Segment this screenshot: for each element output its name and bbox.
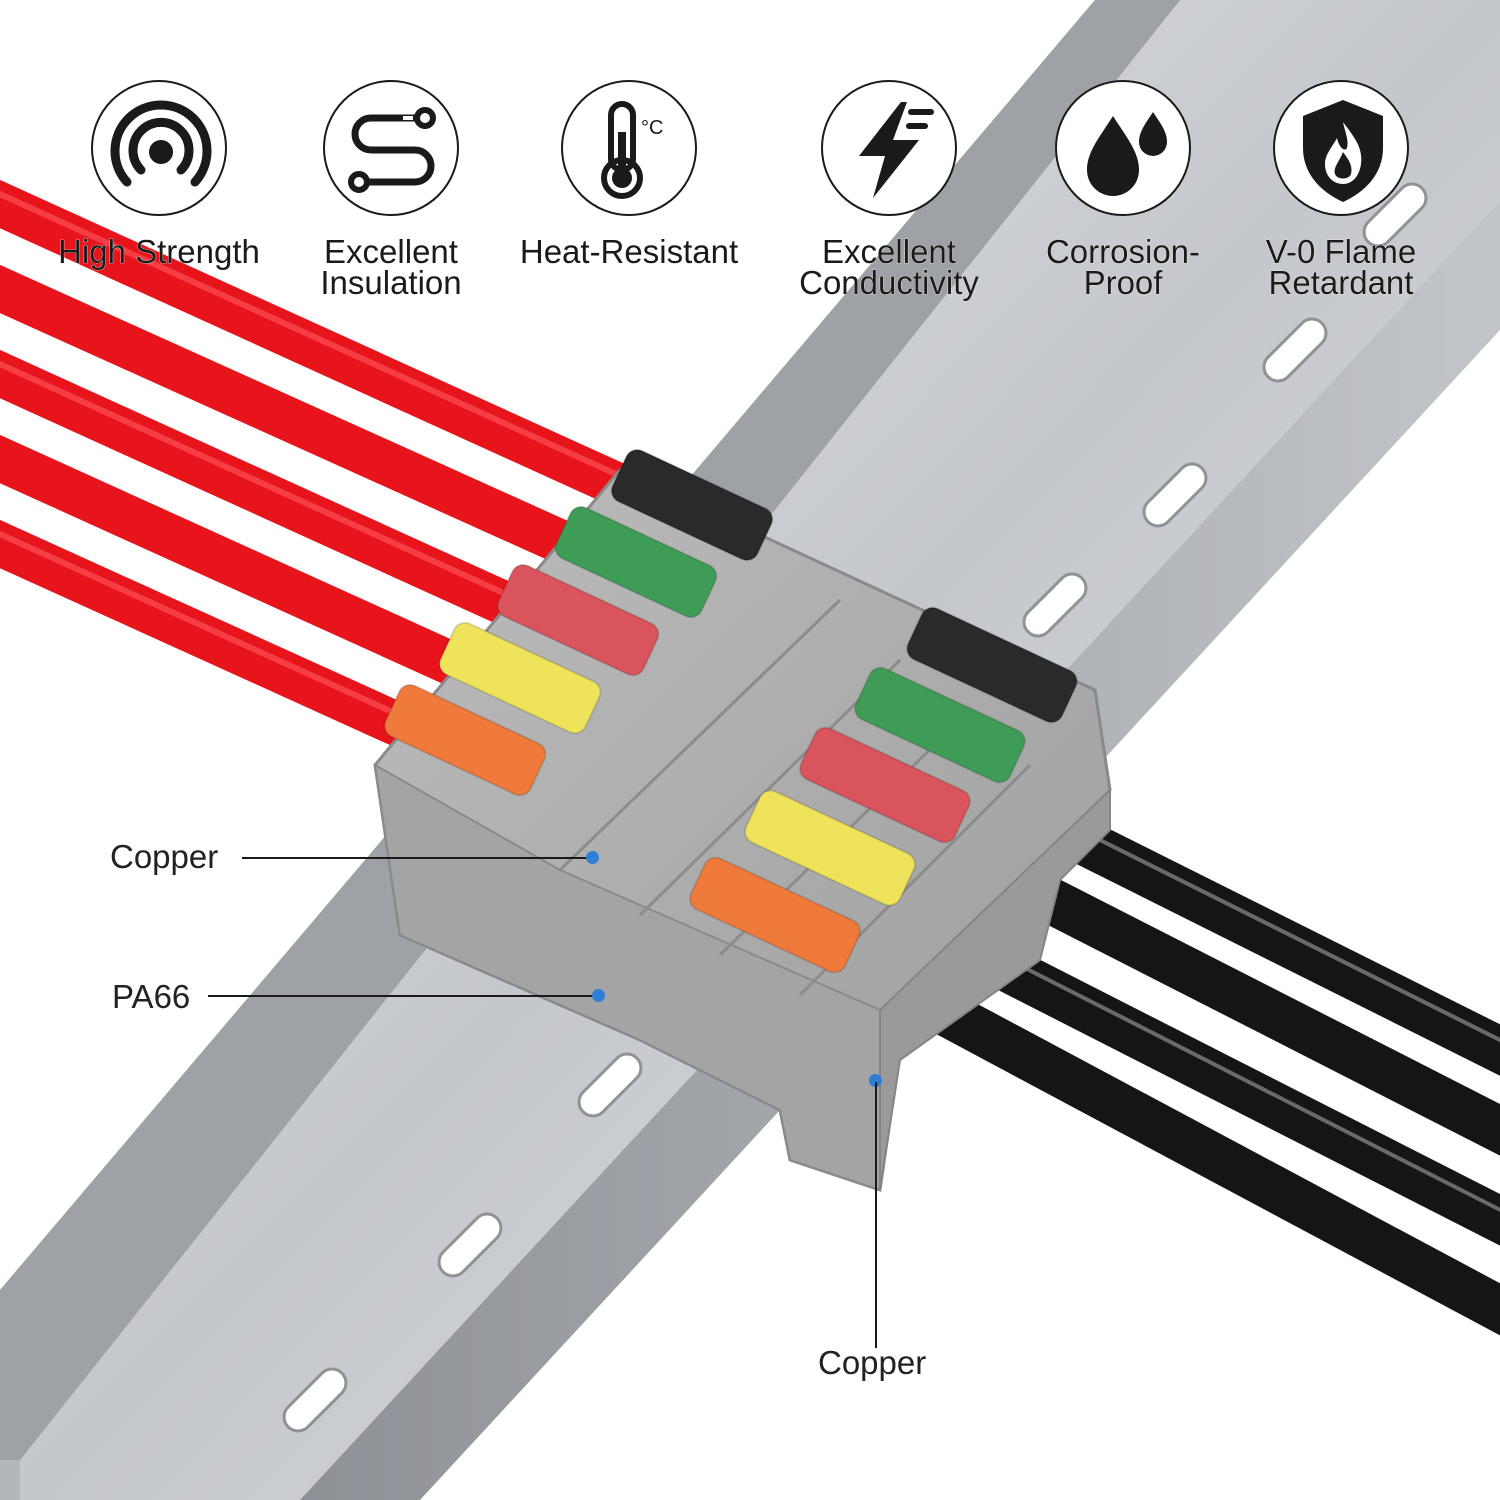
concentric-signal-icon [110,100,212,187]
flame-shield-icon [1303,100,1383,202]
rail-slots [282,182,1428,1433]
callout-copper-top: Copper [110,838,219,875]
housing-front-face [373,763,881,1192]
black-wire [1059,814,1500,1076]
lever-black [610,448,774,562]
icon-circle: °C [561,80,697,216]
lever-yellow [438,621,602,735]
feature-heat-resistant: °C Heat-Resistant [509,80,749,320]
lever-red [799,726,971,844]
callout-dot-copper-top [586,851,599,864]
levers-left [383,448,774,797]
feature-label: High Strength [58,233,260,270]
red-wire [0,264,600,576]
black-wire [969,934,1500,1246]
rail-slot [437,1212,503,1278]
icon-circle [91,80,227,216]
rail-slot [1022,572,1088,638]
icon-circle [323,80,459,216]
lightning-bolt-icon [859,102,934,198]
icon-circle [821,80,957,216]
lever-green [854,666,1026,784]
rail-slot [1142,462,1208,528]
feature-excellent-insulation: Excellent Insulation [271,80,511,320]
rail-slot [1362,182,1428,248]
lever-green [554,505,718,619]
rail-slot [577,1052,643,1118]
feature-label: V-0 Flame Retardant [1265,233,1417,301]
callout-line-copper-bottom [875,1082,877,1348]
callout-line-pa66 [208,995,598,997]
feature-excellent-conductivity: Excellent Conductivity [769,80,1009,320]
icon-circle [1273,80,1409,216]
feature-label: Excellent Insulation [320,233,462,301]
red-wire-highlight [0,190,642,488]
lever-red [496,563,660,677]
lever-yellow [744,789,916,907]
callout-dot-copper-bottom [869,1074,882,1087]
callout-copper-bottom: Copper [818,1344,927,1381]
feature-corrosion-proof: Corrosion- Proof [1003,80,1243,320]
feature-label: Corrosion- Proof [1045,233,1201,301]
levers-right [689,606,1078,974]
callout-pa66: PA66 [112,978,191,1015]
lever-orange [689,856,861,974]
red-wire [0,519,420,751]
feature-v0-flame-retardant: V-0 Flame Retardant [1221,80,1461,320]
callout-dot-pa66 [592,989,605,1002]
feature-high-strength: High Strength [39,80,279,320]
lever-orange [383,683,547,797]
celsius-label: °C [641,117,663,139]
red-wire [0,434,480,693]
callout-line-copper-top [242,857,592,859]
black-wire-highlight [979,943,1500,1213]
rail-slot [282,1367,348,1433]
housing-right-face [879,787,1111,1191]
red-wires [0,179,650,751]
feature-label: Heat-Resistant [519,233,739,270]
black-wire [1019,869,1500,1156]
red-wire-highlight [0,360,532,608]
thermometer-celsius-icon: °C [601,101,663,199]
water-drops-icon [1087,112,1167,196]
red-wire-highlight [0,530,412,723]
red-wire [0,179,650,516]
black-wires [929,814,1500,1336]
black-wire [929,989,1500,1336]
path-route-icon [348,107,436,193]
feature-label: Excellent Conductivity [799,233,979,301]
icon-circle [1055,80,1191,216]
red-wire [0,349,540,636]
black-wire-highlight [1069,823,1500,1043]
rail-slot [1262,317,1328,383]
lever-black [906,606,1078,724]
